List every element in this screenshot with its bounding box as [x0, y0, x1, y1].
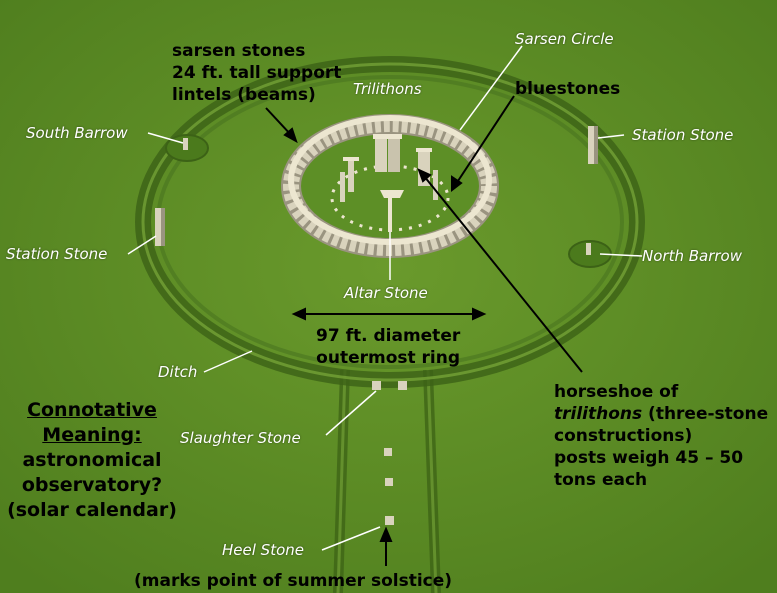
- south-barrow-label: South Barrow: [26, 124, 128, 142]
- slaughter-stones: [372, 381, 407, 390]
- horseshoe-line4: posts weigh 45 – 50: [554, 448, 744, 468]
- heel-stone-label: Heel Stone: [222, 541, 304, 559]
- connotative-heading: Connotative: [27, 399, 157, 421]
- horseshoe-line3: constructions): [554, 426, 693, 446]
- diameter-label: 97 ft. diameter outermost ring: [316, 325, 460, 369]
- south-barrow-mound: [165, 134, 209, 162]
- station-stone-left-marker: [155, 208, 165, 246]
- trilithon-horseshoe: [340, 134, 438, 202]
- altar-stone-marker: [380, 190, 404, 232]
- solar-calendar-text: (solar calendar): [7, 499, 177, 521]
- connotative-meaning-block: Connotative Meaning: astronomical observ…: [4, 398, 180, 523]
- sarsen-stones-line3: lintels (beams): [172, 85, 316, 105]
- heel-stone-marker: [385, 516, 394, 525]
- sarsen-stones-line2: 24 ft. tall support: [172, 63, 342, 83]
- meaning-heading: Meaning:: [42, 424, 142, 446]
- north-barrow-label: North Barrow: [642, 247, 742, 265]
- station-stone-right-label: Station Stone: [632, 126, 734, 144]
- diameter-line1: 97 ft. diameter: [316, 326, 461, 346]
- horseshoe-italic: trilithons: [554, 404, 643, 424]
- horseshoe-line1: horseshoe of: [554, 382, 679, 402]
- avenue: [333, 369, 441, 593]
- horseshoe-line5: tons each: [554, 470, 648, 490]
- sarsen-stones-label: sarsen stones 24 ft. tall support lintel…: [172, 40, 341, 106]
- sarsen-stones-line1: sarsen stones: [172, 41, 306, 61]
- horseshoe-label: horseshoe of trilithons (three-stone con…: [554, 381, 768, 491]
- sarsen-circle-label: Sarsen Circle: [515, 30, 614, 48]
- ditch-label: Ditch: [158, 363, 198, 381]
- station-stone-left-label: Station Stone: [6, 245, 108, 263]
- astronomical-text: astronomical: [22, 449, 162, 471]
- bluestones-label: bluestones: [515, 79, 621, 99]
- horseshoe-line2: trilithons (three-stone: [554, 403, 768, 425]
- trilithons-label: Trilithons: [353, 80, 422, 98]
- horseshoe-rest: (three-stone: [642, 404, 769, 424]
- solstice-label: (marks point of summer solstice): [134, 571, 453, 591]
- diameter-line2: outermost ring: [316, 348, 461, 368]
- observatory-text: observatory?: [21, 474, 163, 496]
- white-leader-lines: [127, 45, 643, 551]
- altar-stone-label: Altar Stone: [344, 284, 428, 302]
- slaughter-stone-label: Slaughter Stone: [180, 429, 301, 447]
- black-arrows: [265, 95, 583, 566]
- avenue-stones: [384, 448, 393, 486]
- station-stone-right-marker: [588, 126, 598, 164]
